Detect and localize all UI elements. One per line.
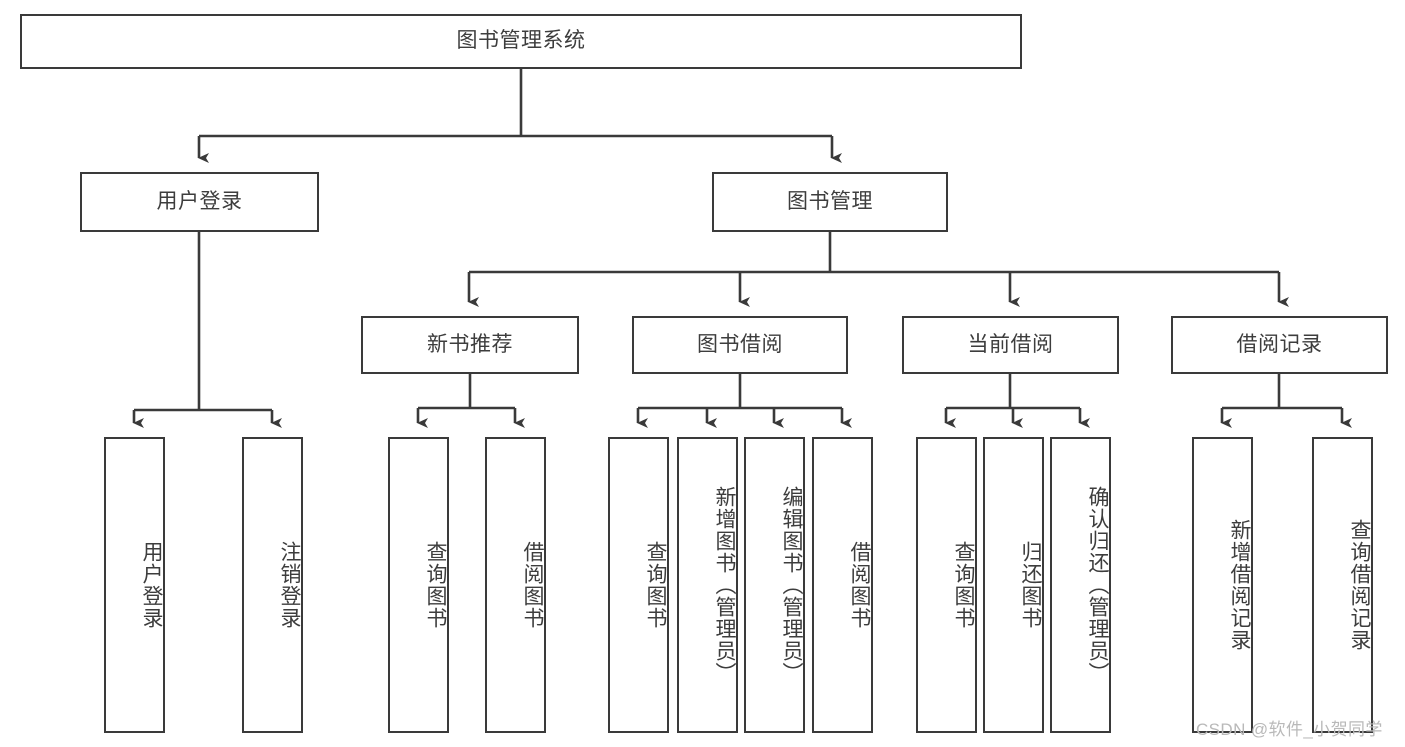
node-label: 查询图书 xyxy=(644,541,667,629)
leaf-logout[interactable]: 注销登录 xyxy=(242,437,303,733)
node-book-management[interactable]: 图书管理 xyxy=(712,172,948,232)
node-label: 借阅图书 xyxy=(848,541,871,629)
leaf-query-books-borrow[interactable]: 查询图书 xyxy=(608,437,669,733)
node-label: 借阅图书 xyxy=(521,541,544,629)
node-label: 图书借阅 xyxy=(697,332,783,356)
leaf-user-login[interactable]: 用户登录 xyxy=(104,437,165,733)
leaf-query-books-new[interactable]: 查询图书 xyxy=(388,437,449,733)
node-new-book-recommendation[interactable]: 新书推荐 xyxy=(361,316,579,374)
node-label: 图书管理 xyxy=(787,189,873,213)
node-label: 查询图书 xyxy=(424,541,447,629)
node-label: 确认归还（管理员） xyxy=(1086,486,1109,684)
node-label: 新书推荐 xyxy=(427,332,513,356)
node-current-borrowing[interactable]: 当前借阅 xyxy=(902,316,1119,374)
leaf-confirm-return-admin[interactable]: 确认归还（管理员） xyxy=(1050,437,1111,733)
node-label: 归还图书 xyxy=(1019,541,1042,629)
node-book-borrowing[interactable]: 图书借阅 xyxy=(632,316,848,374)
node-label: 新增借阅记录 xyxy=(1228,519,1251,651)
leaf-add-book-admin[interactable]: 新增图书（管理员） xyxy=(677,437,738,733)
node-label: 编辑图书（管理员） xyxy=(780,486,803,684)
csdn-watermark: CSDN @软件_小贺同学 xyxy=(1196,720,1383,739)
node-system-root[interactable]: 图书管理系统 xyxy=(20,14,1022,69)
node-borrow-records[interactable]: 借阅记录 xyxy=(1171,316,1388,374)
node-label: 注销登录 xyxy=(278,541,301,629)
node-label: 查询图书 xyxy=(952,541,975,629)
node-label: 查询借阅记录 xyxy=(1348,519,1371,651)
node-label: 当前借阅 xyxy=(967,332,1054,356)
leaf-add-borrow-record[interactable]: 新增借阅记录 xyxy=(1192,437,1253,733)
leaf-query-borrow-record[interactable]: 查询借阅记录 xyxy=(1312,437,1373,733)
leaf-edit-book-admin[interactable]: 编辑图书（管理员） xyxy=(744,437,805,733)
leaf-borrow-books[interactable]: 借阅图书 xyxy=(812,437,873,733)
node-label: 图书管理系统 xyxy=(456,29,586,53)
node-label: 新增图书（管理员） xyxy=(713,486,736,684)
node-label: 用户登录 xyxy=(140,541,163,629)
leaf-query-books-current[interactable]: 查询图书 xyxy=(916,437,977,733)
node-label: 用户登录 xyxy=(156,189,243,213)
node-label: 借阅记录 xyxy=(1236,332,1323,356)
leaf-borrow-books-new[interactable]: 借阅图书 xyxy=(485,437,546,733)
leaf-return-books[interactable]: 归还图书 xyxy=(983,437,1044,733)
node-user-login[interactable]: 用户登录 xyxy=(80,172,319,232)
